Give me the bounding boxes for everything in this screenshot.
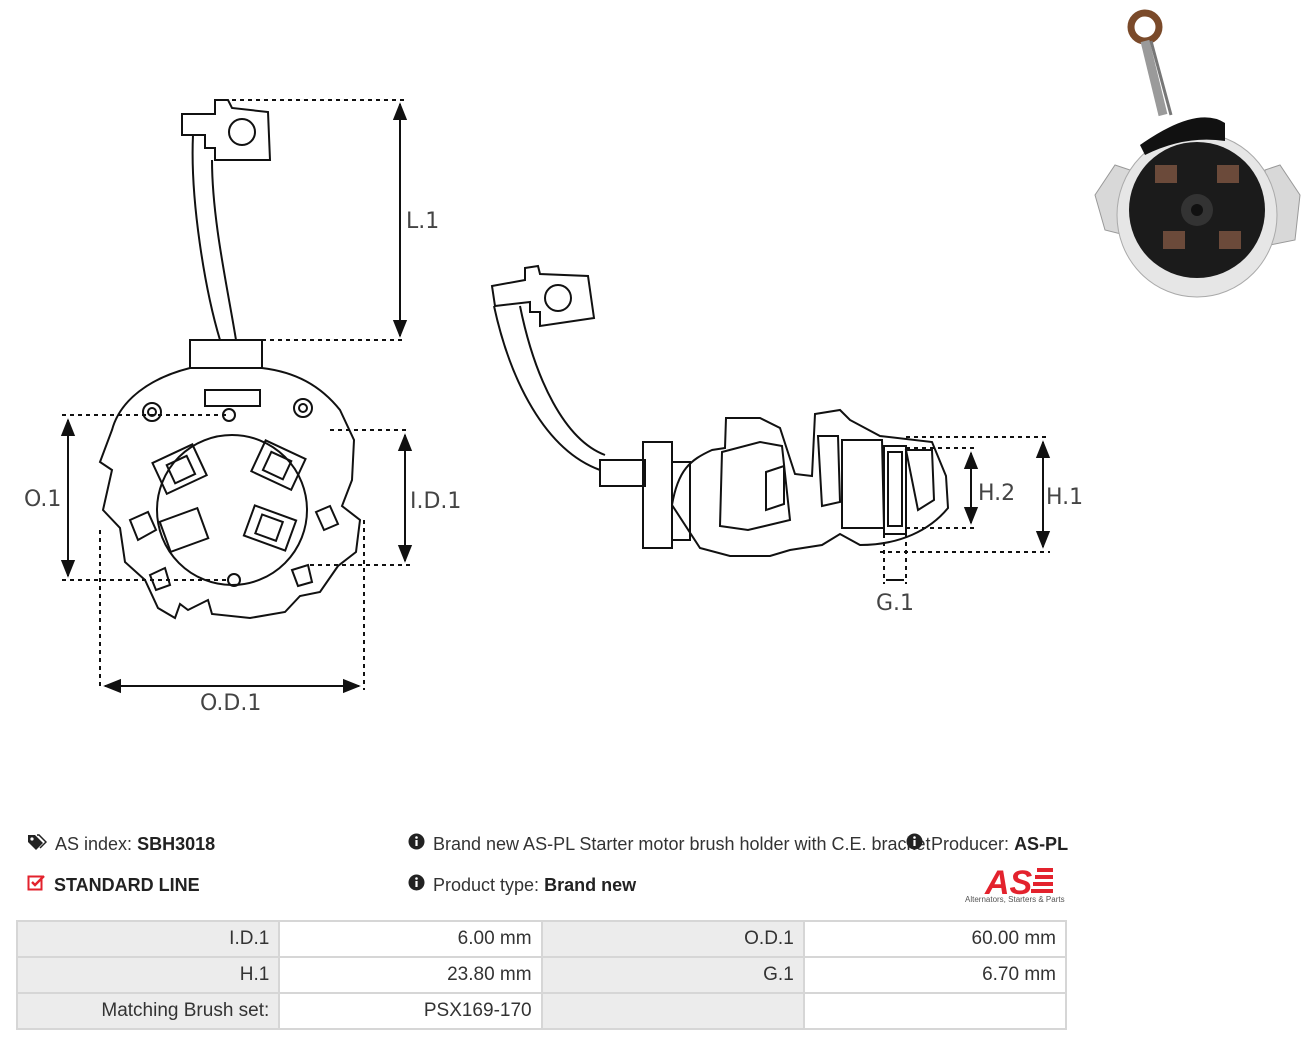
label-o1: O.1 (24, 487, 61, 512)
spec-value (802, 992, 1068, 1030)
as-index-value: SBH3018 (137, 834, 216, 854)
as-pl-logo: AS (984, 864, 1053, 902)
check-square-icon (27, 874, 46, 897)
front-view (98, 99, 362, 620)
producer-value: AS-PL (1014, 833, 1069, 854)
spec-value: PSX169-170 (278, 992, 543, 1030)
table-row: Matching Brush set: PSX169-170 (15, 992, 1068, 1030)
table-row: H.1 23.80 mm G.1 6.70 mm (15, 956, 1068, 994)
spec-label: O.D.1 (540, 920, 805, 958)
spec-value: 60.00 mm (802, 920, 1068, 958)
side-view (490, 264, 950, 557)
label-h1: H.1 (1046, 485, 1083, 510)
product-type-label: Product type: (433, 874, 540, 895)
label-od1: O.D.1 (200, 691, 261, 716)
spec-label: Matching Brush set: (15, 992, 281, 1030)
spec-label: H.1 (15, 956, 281, 994)
spec-table: I.D.1 6.00 mm O.D.1 60.00 mm H.1 23.80 m… (15, 920, 1068, 1030)
as-index-label: AS index: (55, 834, 133, 854)
table-row: I.D.1 6.00 mm O.D.1 60.00 mm (15, 920, 1068, 958)
line-row: STANDARD LINE (27, 874, 200, 897)
logo-text: AS (984, 864, 1033, 902)
spec-label (540, 992, 805, 1030)
producer-row: Producer: AS-PL (906, 833, 1068, 855)
tags-icon (27, 833, 48, 856)
label-id1: I.D.1 (410, 489, 461, 514)
front-dimensions (60, 99, 413, 694)
description-row: Brand new AS-PL Starter motor brush hold… (408, 833, 931, 855)
product-type-row: Product type: Brand new (408, 874, 636, 896)
description-text: Brand new AS-PL Starter motor brush hold… (433, 833, 931, 854)
info-circle-icon (408, 833, 425, 855)
logo-tagline: Alternators, Starters & Parts (965, 895, 1065, 904)
spec-label: I.D.1 (15, 920, 281, 958)
side-dimensions (880, 436, 1051, 584)
spec-label: G.1 (540, 956, 805, 994)
info-circle-icon (408, 874, 425, 896)
spec-value: 23.80 mm (278, 956, 543, 994)
technical-drawing: L.1 O.1 I.D.1 O.D.1 H.2 H.1 G.1 (24, 99, 1083, 716)
label-g1: G.1 (876, 591, 914, 616)
standard-line-label: STANDARD LINE (54, 875, 200, 895)
label-h2: H.2 (978, 481, 1015, 506)
info-circle-icon (906, 833, 923, 855)
spec-value: 6.00 mm (278, 920, 543, 958)
product-type-value: Brand new (544, 874, 637, 895)
as-index-row: AS index: SBH3018 (27, 833, 215, 856)
product-photo (1094, 9, 1301, 298)
producer-label: Producer: (931, 833, 1010, 854)
label-l1: L.1 (406, 209, 439, 234)
spec-value: 6.70 mm (802, 956, 1068, 994)
